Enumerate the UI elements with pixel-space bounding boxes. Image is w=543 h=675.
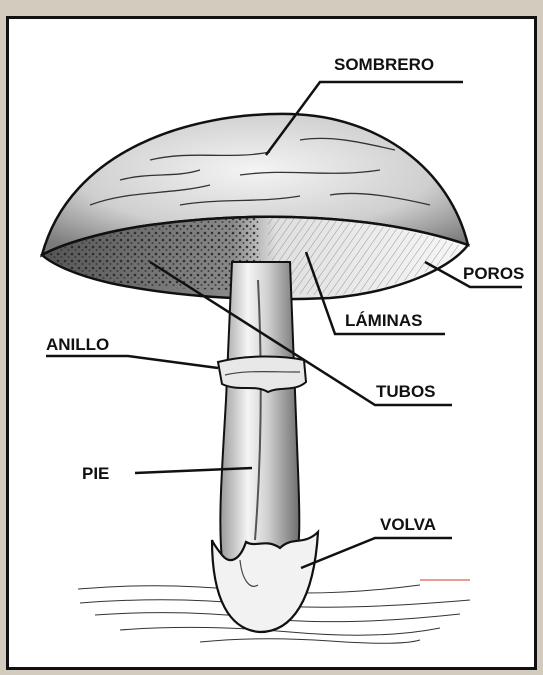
label-poros: POROS (463, 264, 524, 283)
label-anillo: ANILLO (46, 335, 109, 354)
volva-leader (301, 538, 452, 568)
label-laminas: LÁMINAS (345, 311, 422, 330)
label-sombrero: SOMBRERO (334, 55, 434, 74)
anillo-leader (46, 356, 218, 368)
label-volva: VOLVA (380, 515, 436, 534)
label-tubos: TUBOS (376, 382, 436, 401)
label-pie: PIE (82, 464, 109, 483)
